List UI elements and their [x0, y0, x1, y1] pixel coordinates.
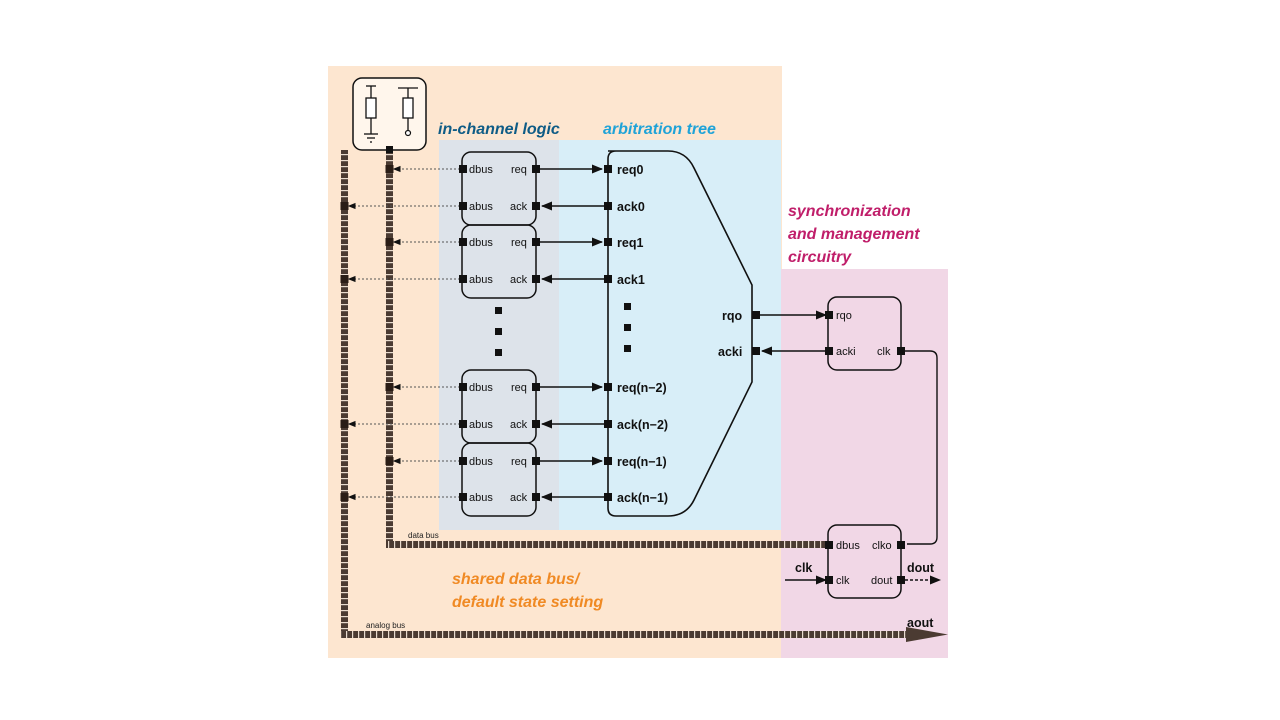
channel-port [459, 457, 467, 465]
channel-port [459, 383, 467, 391]
clk-signal-label: clk [795, 561, 812, 575]
channel-port [532, 275, 540, 283]
default-state-symbol [352, 77, 427, 151]
bus-tap [385, 383, 394, 391]
ellipsis-dot [495, 349, 502, 356]
channel-ack-label: ack [510, 274, 528, 286]
arbiter-input-label: ack0 [617, 200, 645, 214]
arbiter-input-label: ack1 [617, 273, 645, 287]
sync-block: rqo acki clk [825, 296, 905, 371]
dout-signal-label: dout [907, 561, 935, 575]
sync-rqo-label: rqo [836, 310, 852, 322]
analog-bus-vertical [341, 150, 348, 634]
arbitration-title: arbitration tree [603, 121, 716, 138]
channel-port [532, 165, 540, 173]
in-channel-title: in-channel logic [438, 121, 560, 138]
arbitration-region [559, 140, 781, 530]
channel-port [459, 238, 467, 246]
data-bus-label: data bus [408, 531, 439, 540]
channel-block [461, 224, 537, 299]
channel-req-label: req [511, 164, 527, 176]
arbiter-rqo-label: rqo [722, 309, 743, 323]
out-clk-label: clk [836, 575, 850, 587]
channel-port [532, 383, 540, 391]
channel-ack-label: ack [510, 492, 528, 504]
channel-dbus-label: dbus [469, 382, 493, 394]
bus-tap [340, 202, 349, 210]
channel-rows: dbus req req0 abus ack ack0 dbus req req1 abus ack… [340, 151, 668, 517]
sync-region [781, 269, 948, 658]
channel-port [532, 493, 540, 501]
ellipsis-dot [624, 345, 631, 352]
output-block: dbus clko clk dout [825, 524, 905, 599]
bus-tap [340, 420, 349, 428]
arbitration-tree-block [607, 150, 753, 517]
channel-abus-label: abus [469, 419, 493, 431]
channel-req-label: req [511, 382, 527, 394]
analog-bus-label: analog bus [366, 621, 405, 630]
out-dbus-label: dbus [836, 540, 860, 552]
channel-port [532, 238, 540, 246]
ellipsis-dot [624, 303, 631, 310]
ellipsis-dot [495, 328, 502, 335]
shared-title-line1: shared data bus/ [452, 571, 581, 588]
channel-req-label: req [511, 456, 527, 468]
arbiter-acki-label: acki [718, 345, 742, 359]
channel-req-label: req [511, 237, 527, 249]
channel-port [459, 420, 467, 428]
arbiter-input-label: req0 [617, 163, 643, 177]
aout-signal-label: aout [907, 616, 934, 630]
channel-abus-label: abus [469, 274, 493, 286]
channel-port [532, 202, 540, 210]
analog-bus-horizontal [341, 631, 911, 638]
arbiter-input-label: req(n−2) [617, 381, 667, 395]
sync-title-line1: synchronization [788, 203, 911, 220]
channel-port [532, 420, 540, 428]
out-dout-label: dout [871, 575, 892, 587]
out-clko-label: clko [872, 540, 892, 552]
data-bus-vertical [386, 150, 393, 544]
arbiter-input-label: ack(n−2) [617, 418, 668, 432]
channel-port [459, 275, 467, 283]
ellipsis-dot [495, 307, 502, 314]
channel-ack-label: ack [510, 201, 528, 213]
channel-port [459, 165, 467, 173]
bus-tap [385, 165, 394, 173]
channel-port [459, 493, 467, 501]
bus-tap [340, 275, 349, 283]
channel-ack-label: ack [510, 419, 528, 431]
arbiter-input-label: req(n−1) [617, 455, 667, 469]
arbiter-input-label: ack(n−1) [617, 491, 668, 505]
channel-port [532, 457, 540, 465]
channel-dbus-label: dbus [469, 164, 493, 176]
clk-feedback-wire [905, 350, 938, 545]
data-bus-horizontal [386, 541, 828, 548]
bus-tap [385, 457, 394, 465]
channel-abus-label: abus [469, 201, 493, 213]
arbiter-input-label: req1 [617, 236, 643, 250]
bus-tap [340, 493, 349, 501]
sync-title-line3: circuitry [788, 249, 852, 266]
channel-block [461, 442, 537, 517]
channel-abus-label: abus [469, 492, 493, 504]
channel-dbus-label: dbus [469, 237, 493, 249]
channel-dbus-label: dbus [469, 456, 493, 468]
sync-clk-label: clk [877, 346, 891, 358]
bus-tap [385, 238, 394, 246]
sync-title-line2: and management [788, 226, 920, 243]
ellipsis-dot [624, 324, 631, 331]
shared-title-line2: default state setting [452, 594, 603, 611]
analog-bus-arrowhead [906, 627, 948, 642]
sync-acki-label: acki [836, 346, 856, 358]
channel-port [459, 202, 467, 210]
